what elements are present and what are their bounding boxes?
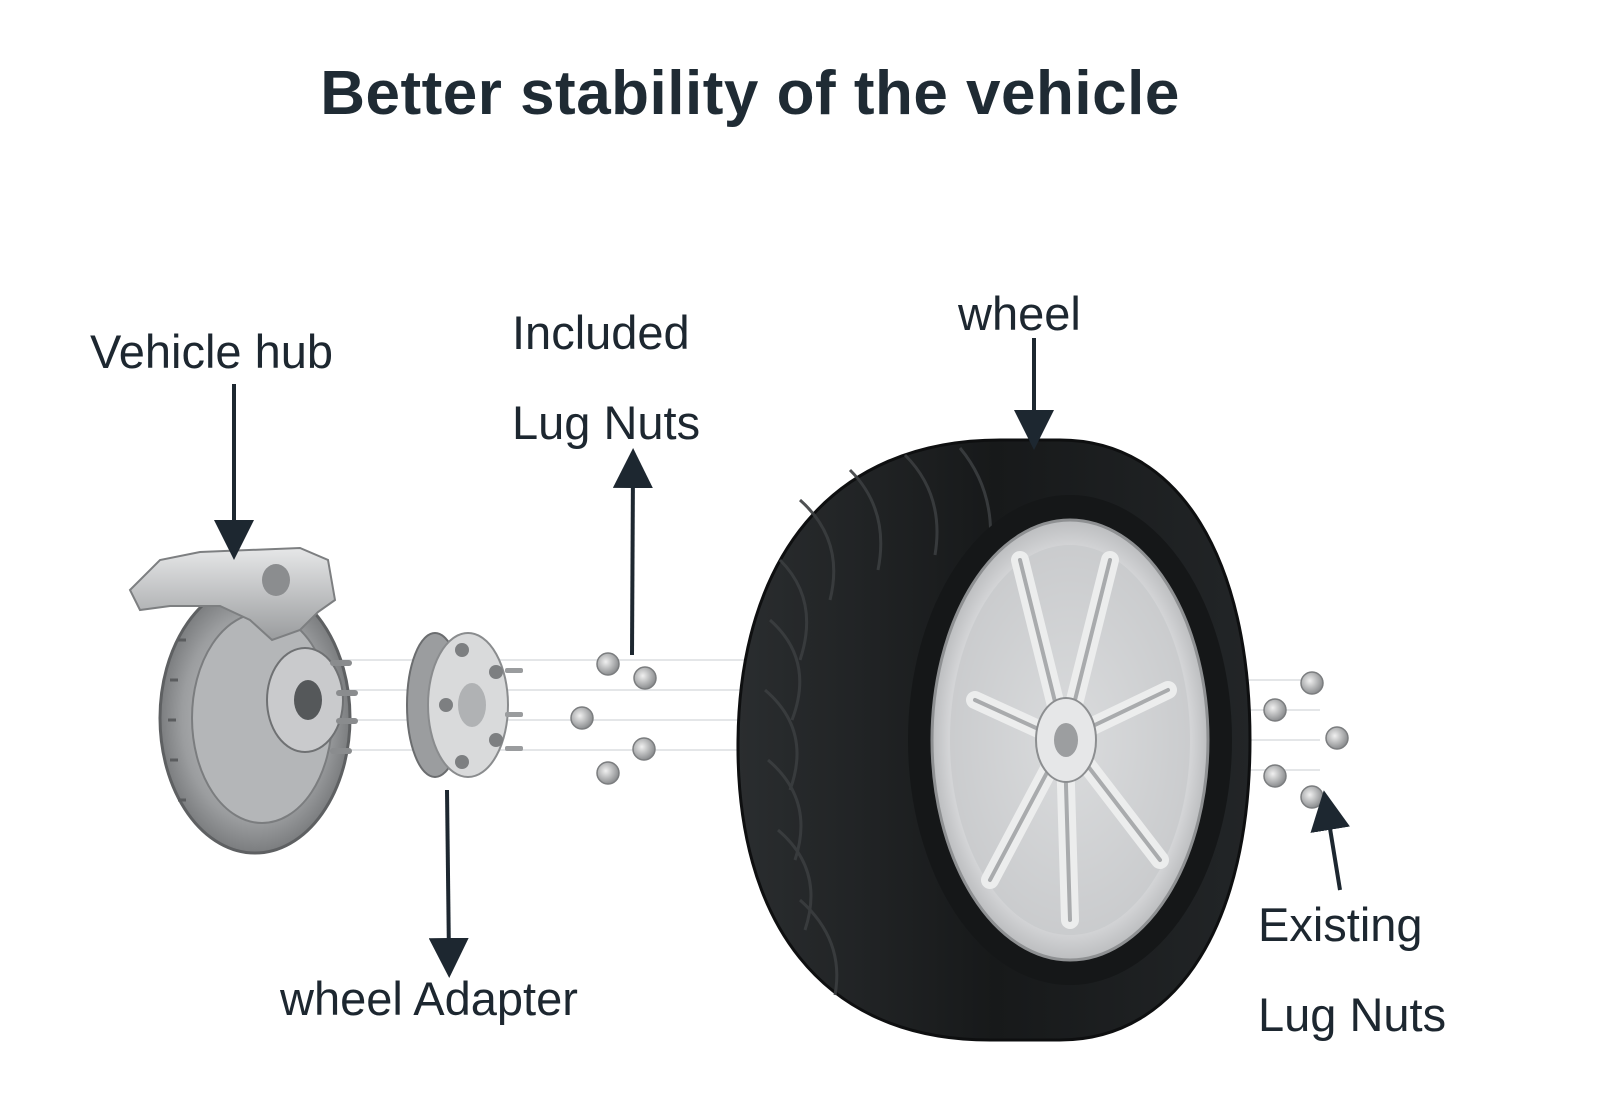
- wheel-adapter-label: wheel Adapter: [280, 972, 578, 1025]
- wheel-illustration: [736, 438, 1252, 1042]
- existing-lug-nuts-label: Existing Lug Nuts: [1258, 880, 1446, 1060]
- wheel-adapter-illustration: [406, 632, 523, 778]
- diagram-title: Better stability of the vehicle: [320, 59, 1180, 128]
- label-arrows: [214, 338, 1350, 978]
- included-lug-nuts-arrow: [612, 448, 653, 656]
- existing-lug-nuts-label-line-1: Existing: [1258, 898, 1423, 951]
- wheel-adapter-arrow: [428, 789, 469, 978]
- included-lug-nuts-label-line-1: Included: [512, 306, 690, 359]
- included-lug-nuts-illustration: [570, 652, 657, 785]
- vehicle-hub-label: Vehicle hub: [90, 325, 334, 378]
- vehicle-hub-illustration: [128, 546, 358, 855]
- existing-lug-nuts-label-line-2: Lug Nuts: [1258, 988, 1447, 1041]
- included-lug-nuts-label: Included Lug Nuts: [512, 288, 700, 468]
- wheel-label: wheel: [958, 287, 1081, 340]
- included-lug-nuts-label-line-2: Lug Nuts: [512, 396, 701, 449]
- existing-lug-nuts-arrow: [1310, 790, 1350, 891]
